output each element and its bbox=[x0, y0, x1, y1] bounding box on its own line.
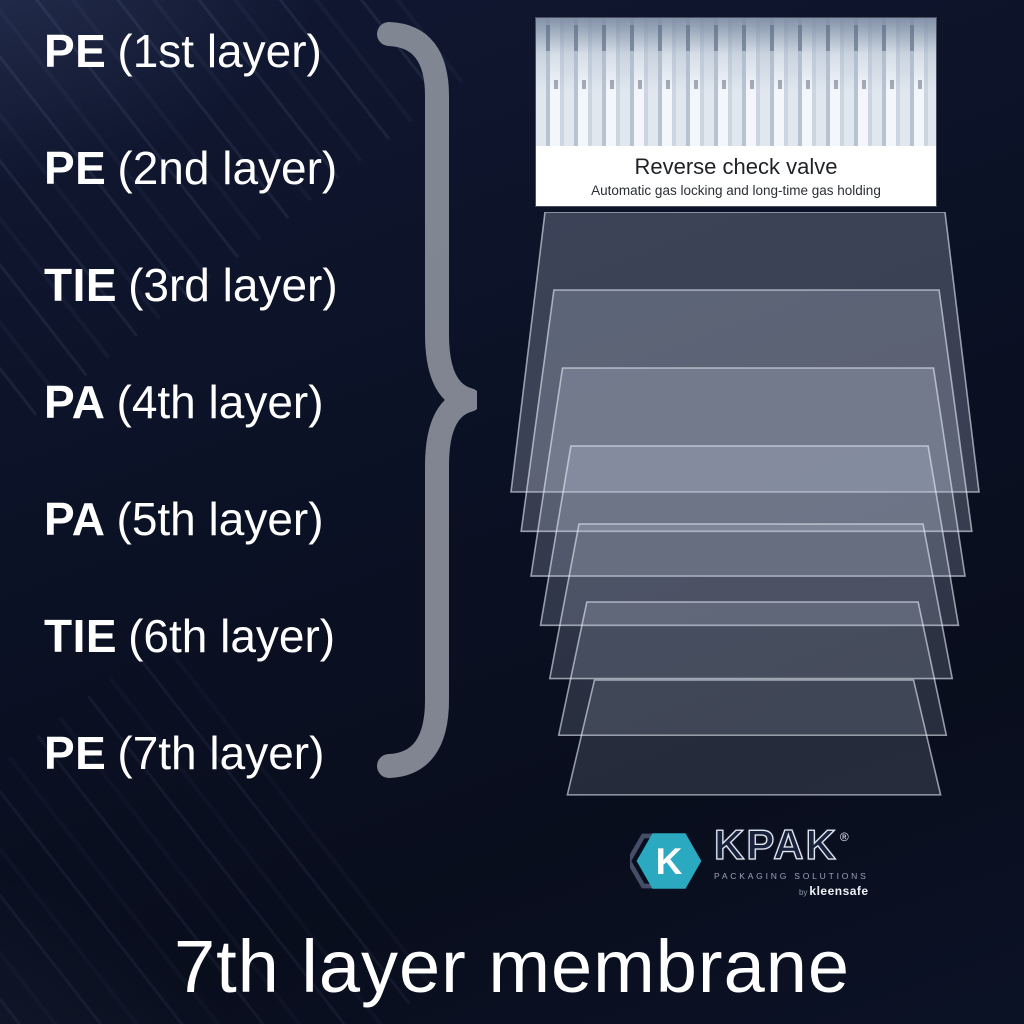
air-column-photo bbox=[536, 18, 936, 146]
layer-abbr: PE bbox=[44, 142, 107, 194]
layer-desc: (1st layer) bbox=[117, 25, 322, 77]
kpak-hexagon-icon: K bbox=[630, 833, 702, 889]
brand-name: KPAK® bbox=[713, 820, 869, 868]
layer-label-1: PE(1st layer) bbox=[44, 20, 338, 82]
membrane-sheet-7 bbox=[566, 679, 942, 796]
layer-abbr: TIE bbox=[44, 259, 118, 311]
hexagon-fill bbox=[636, 833, 702, 889]
brand-tagline: PACKAGING SOLUTIONS bbox=[714, 870, 869, 881]
layer-desc: (3rd layer) bbox=[128, 259, 338, 311]
membrane-stack bbox=[510, 212, 980, 796]
membrane-sheet-2 bbox=[520, 289, 973, 533]
layer-abbr: PA bbox=[44, 376, 106, 428]
curly-brace bbox=[377, 22, 477, 778]
layer-label-2: PE(2nd layer) bbox=[44, 137, 338, 199]
valve-caption: Reverse check valve Automatic gas lockin… bbox=[536, 146, 936, 206]
footer-banner: 7th layer membrane bbox=[0, 908, 1024, 1024]
layer-label-7: PE(7th layer) bbox=[44, 722, 338, 784]
layer-label-4: PA(4th layer) bbox=[44, 371, 338, 433]
brand-name-text: KPAK bbox=[713, 820, 838, 868]
layer-label-5: PA(5th layer) bbox=[44, 488, 338, 550]
layer-desc: (2nd layer) bbox=[117, 142, 338, 194]
by-label: by bbox=[798, 887, 808, 897]
valve-subtitle: Automatic gas locking and long-time gas … bbox=[591, 183, 881, 198]
footer-caption: 7th layer membrane bbox=[173, 924, 851, 1008]
layer-abbr: TIE bbox=[44, 610, 118, 662]
hexagon-letter: K bbox=[656, 841, 683, 882]
layer-desc: (7th layer) bbox=[117, 727, 325, 779]
valve-title: Reverse check valve bbox=[634, 154, 838, 179]
layer-abbr: PE bbox=[44, 727, 107, 779]
layer-desc: (6th layer) bbox=[128, 610, 336, 662]
layer-abbr: PA bbox=[44, 493, 106, 545]
registered-mark: ® bbox=[839, 829, 851, 844]
layer-label-3: TIE(3rd layer) bbox=[44, 254, 338, 316]
membrane-sheet-4 bbox=[539, 445, 960, 627]
layer-label-list: PE(1st layer)PE(2nd layer)TIE(3rd layer)… bbox=[44, 20, 338, 784]
membrane-sheet-6 bbox=[557, 601, 948, 737]
valve-card: Reverse check valve Automatic gas lockin… bbox=[536, 18, 936, 206]
membrane-sheet-1 bbox=[510, 212, 980, 493]
layer-label-6: TIE(6th layer) bbox=[44, 605, 338, 667]
sub-brand-name: kleensafe bbox=[809, 883, 869, 898]
layer-abbr: PE bbox=[44, 25, 107, 77]
layer-desc: (5th layer) bbox=[116, 493, 324, 545]
layer-desc: (4th layer) bbox=[116, 376, 324, 428]
